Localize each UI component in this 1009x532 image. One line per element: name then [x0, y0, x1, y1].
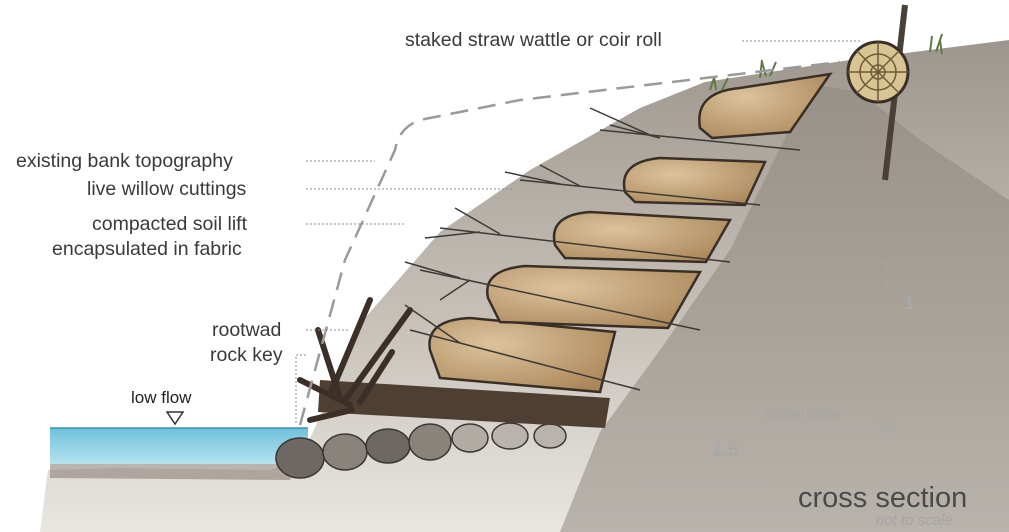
low-flow-water — [50, 428, 308, 464]
slope-vertical: 1 — [904, 293, 915, 315]
slope-horizontal: 1.5 — [712, 440, 738, 462]
label-wattle: staked straw wattle or coir roll — [405, 29, 662, 51]
label-willow-cuttings: live willow cuttings — [87, 178, 246, 200]
label-bank-topography: existing bank topography — [16, 150, 233, 172]
diagram-subtitle: not to scale — [876, 512, 953, 529]
label-low-flow: low flow — [131, 387, 191, 409]
label-rock-key: rock key — [210, 344, 283, 366]
diagram-title: cross section — [798, 482, 967, 515]
slope-caption: typical slope — [764, 405, 841, 421]
label-soil-lift-1: compacted soil lift — [92, 213, 247, 235]
label-soil-lift-2: encapsulated in fabric — [52, 238, 242, 260]
low-flow-marker — [167, 412, 183, 424]
label-rootwad: rootwad — [212, 319, 281, 341]
